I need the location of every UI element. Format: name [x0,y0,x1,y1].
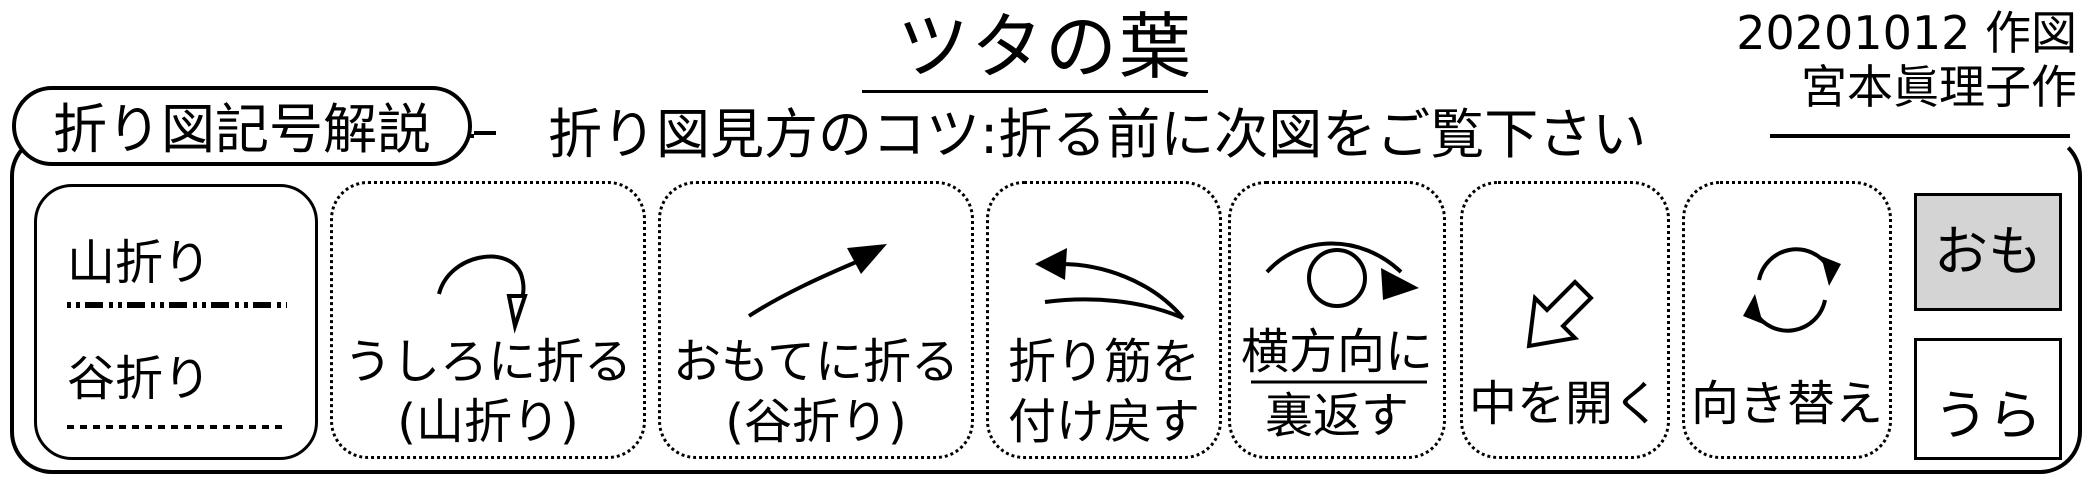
crease-unfold-arrow-icon [1035,248,1185,320]
fold-front-label-2: (谷折り) [725,394,907,450]
turn-over-arrow-icon [1265,241,1419,308]
tip-rule [1770,134,2070,138]
fold-behind-label-2: (山折り) [397,394,579,450]
reading-tip: 折り図見方のコツ:折る前に次図をご覧下さい [548,103,1647,166]
turn-over-rule [1251,380,1427,384]
rotate-arrows-icon [1743,247,1841,333]
crease-unfold-label-1: 折り筋を [1007,334,1200,390]
legend-dash [474,131,496,135]
fold-lines-card: 山折り 谷折り [34,184,318,460]
legend-frame [10,134,2082,474]
fold-behind-label-1: うしろに折る [343,334,632,390]
fold-front-card: おもてに折る (谷折り) [658,181,974,459]
valley-fold-line [67,425,287,429]
fold-front-label-1: おもてに折る [672,334,960,390]
date-line: 20201012 作図 [1736,6,2077,60]
rotate-card: 向き替え [1682,181,1892,459]
author-line: 宮本眞理子作 [1801,60,2077,114]
turn-over-label-2: 裏返す [1264,388,1409,444]
open-middle-card: 中を開く [1460,181,1670,459]
title-underline [862,90,1208,93]
mountain-fold-label: 山折り [67,235,212,291]
turn-over-label-1: 横方向に [1240,324,1433,380]
turn-over-card: 横方向に 裏返す [1228,181,1446,459]
credit-block: 20201012 作図 宮本眞理子作 [1736,6,2077,114]
diagram-title: ツタの葉 [896,5,1193,89]
crease-unfold-label-2: 付け戻す [1007,394,1200,450]
fold-behind-card: うしろに折る (山折り) [330,181,646,459]
legend-heading: 折り図記号解説 [12,86,472,166]
front-side-swatch: おもて [1914,193,2062,395]
valley-fold-label: 谷折り [67,351,212,407]
open-arrow-icon [1526,279,1594,349]
fold-behind-arrow-icon [437,254,528,334]
rotate-label: 向き替え [1690,376,1883,432]
mountain-fold-line [67,302,287,308]
fold-front-arrow-icon [747,244,887,318]
crease-unfold-card: 折り筋を 付け戻す [986,181,1222,459]
back-side-swatch: うら [1914,338,2062,460]
open-middle-label: 中を開く [1468,376,1661,432]
